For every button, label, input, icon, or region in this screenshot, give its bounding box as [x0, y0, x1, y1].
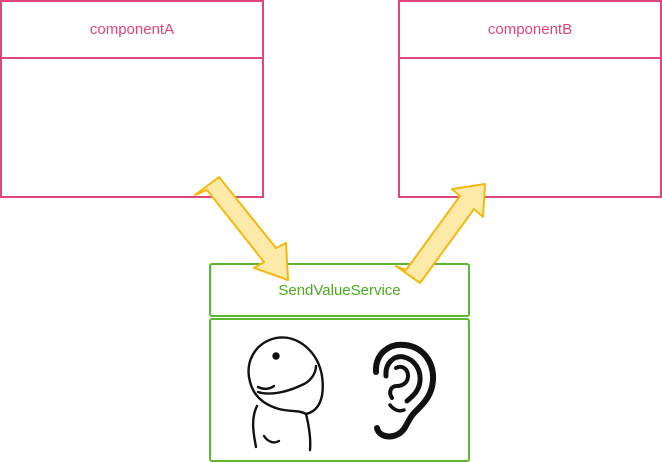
component-a-box: componentA	[0, 0, 264, 198]
arrow-a-to-service	[194, 176, 289, 281]
component-b-header: componentB	[400, 2, 660, 59]
component-a-title: componentA	[89, 21, 175, 38]
service-body-box	[209, 318, 470, 462]
component-b-title: componentB	[487, 21, 573, 38]
face-icon	[247, 336, 324, 452]
ear-icon	[373, 341, 437, 440]
service-title: SendValueService	[278, 281, 401, 299]
component-a-header: componentA	[2, 2, 262, 59]
arrow-service-to-b	[395, 183, 486, 284]
component-b-box: componentB	[398, 0, 662, 198]
